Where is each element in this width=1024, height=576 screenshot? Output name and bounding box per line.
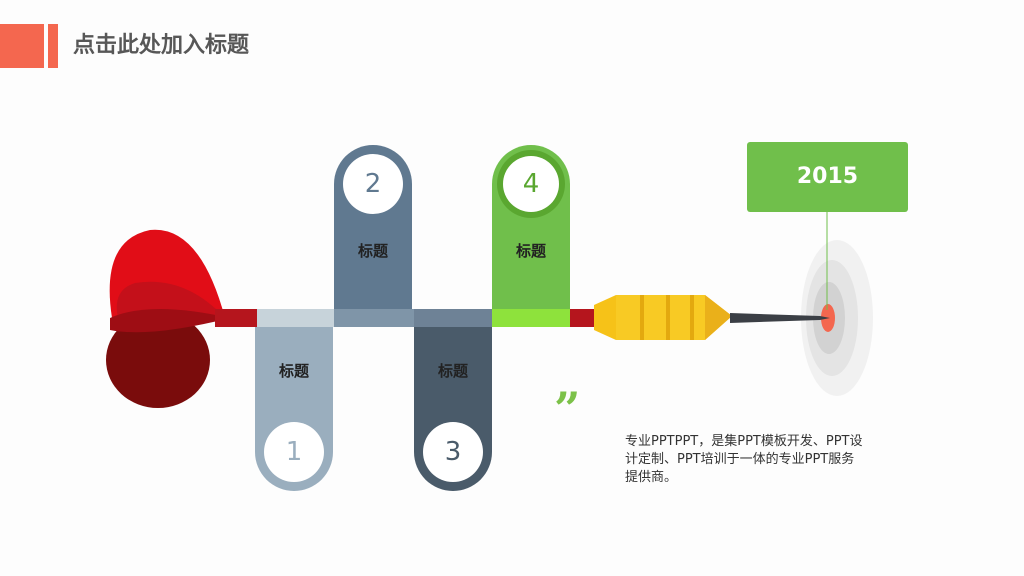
step-2-number: 2 bbox=[364, 169, 382, 199]
year-badge[interactable]: 2015 bbox=[747, 142, 908, 212]
quote-icon: ” bbox=[554, 382, 581, 436]
step-1-label[interactable]: 标题 bbox=[278, 362, 309, 380]
step-3-label[interactable]: 标题 bbox=[437, 362, 468, 380]
description-text[interactable]: 专业PPTPPT，是集PPT模板开发、PPT设计定制、PPT培训于一体的专业PP… bbox=[625, 434, 863, 485]
page-title[interactable]: 点击此处加入标题 bbox=[73, 33, 250, 58]
step-4-label[interactable]: 标题 bbox=[515, 242, 546, 260]
header-accent-block bbox=[0, 24, 44, 68]
header-accent-stripe bbox=[48, 24, 58, 68]
step-4-number: 4 bbox=[522, 169, 540, 199]
step-1-number: 1 bbox=[285, 437, 303, 467]
dart-barrel-icon bbox=[594, 295, 732, 340]
step-3-number: 3 bbox=[444, 437, 462, 467]
dart-flight-icon bbox=[106, 229, 230, 408]
step-2-label[interactable]: 标题 bbox=[357, 242, 388, 260]
